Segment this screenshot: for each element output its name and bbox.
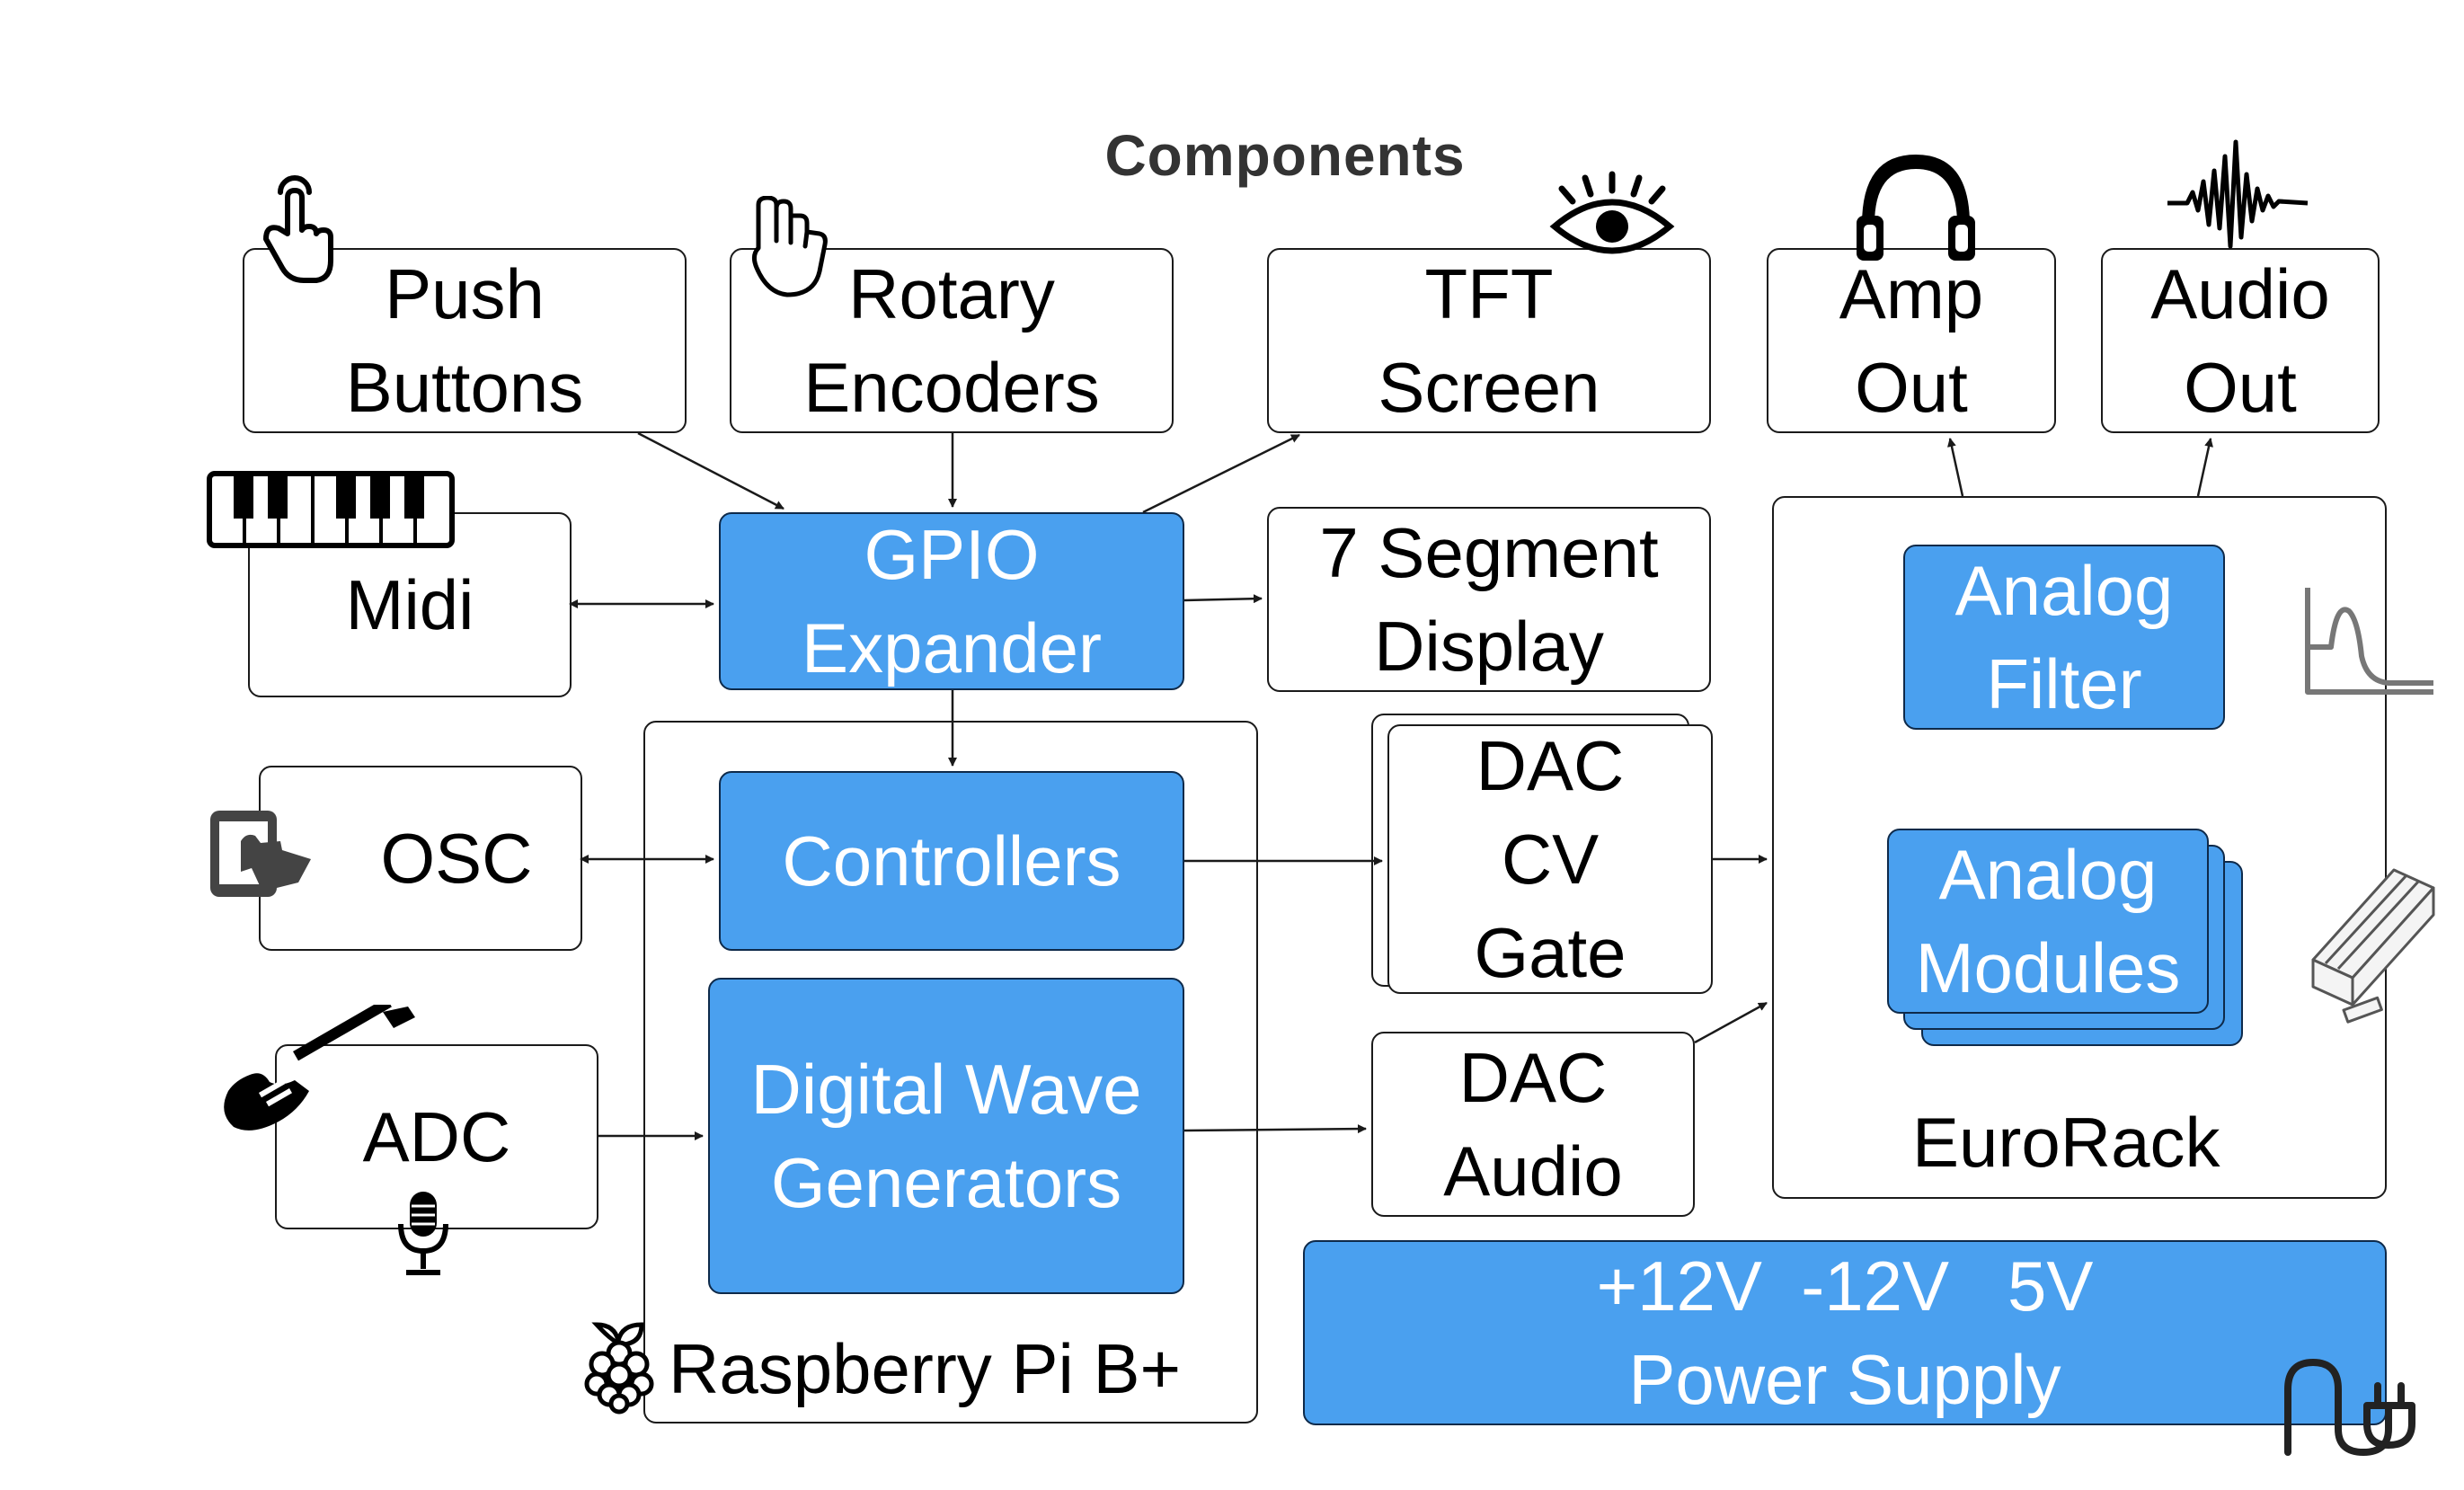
audio-out-line-1: Audio	[2150, 254, 2330, 333]
eurorack-rail-icon	[2311, 868, 2435, 1024]
dac-cv-gate-line-2: CV	[1501, 820, 1600, 899]
adc-label: ADC	[362, 1097, 511, 1176]
headphones-icon	[1857, 155, 1975, 261]
analog-filter-line-2: Filter	[1986, 644, 2142, 723]
gpio-expander-line-1: GPIO	[864, 515, 1040, 594]
push-buttons-line-2: Buttons	[345, 348, 584, 427]
power-plug-icon	[2284, 1359, 2415, 1456]
pointing-hand-icon	[263, 175, 333, 283]
seven-segment-line-1: 7 Segment	[1319, 513, 1659, 592]
rotary-encoders-line-2: Encoders	[803, 348, 1100, 427]
eurorack-label: EuroRack	[1912, 1103, 2220, 1182]
dac-cv-gate-line-3: Gate	[1474, 913, 1626, 992]
arrow-eurorack-to-audio	[2196, 438, 2213, 497]
dac-cv-gate-line-1: DAC	[1476, 726, 1625, 805]
power-supply-line-1: +12V -12V 5V	[1596, 1246, 2094, 1326]
eye-icon	[1549, 171, 1675, 254]
digital-wave-generators-node: Digital Wave Generators	[708, 978, 1184, 1294]
diagram-title: Components	[1104, 123, 1466, 188]
digital-wave-line-2: Generators	[770, 1143, 1122, 1222]
tablet-touch-icon	[210, 811, 311, 897]
dac-audio-line-1: DAC	[1458, 1038, 1608, 1117]
tft-screen-node: TFT Screen	[1267, 248, 1711, 433]
raspberry-icon	[584, 1322, 654, 1415]
amp-out-line-1: Amp	[1839, 254, 1984, 333]
tft-screen-line-2: Screen	[1378, 348, 1600, 427]
adc-node: ADC	[275, 1044, 598, 1229]
power-supply-line-2: Power Supply	[1628, 1340, 2061, 1419]
dac-cv-gate-node: DAC CV Gate	[1387, 724, 1713, 994]
dac-audio-node: DAC Audio	[1371, 1032, 1695, 1217]
microphone-icon	[398, 1192, 448, 1275]
audio-out-node: Audio Out	[2101, 248, 2380, 433]
osc-label: OSC	[380, 819, 533, 898]
analog-modules-line-1: Analog	[1938, 835, 2158, 914]
tft-screen-line-1: TFT	[1424, 254, 1554, 333]
power-supply-node: +12V -12V 5V Power Supply	[1303, 1240, 2387, 1425]
arrow-digital-wave-to-dac-audio	[1183, 1124, 1367, 1134]
controllers-node: Controllers	[719, 771, 1184, 951]
arrow-gpio-to-7seg	[1183, 594, 1263, 604]
arrow-dac-audio-to-eurorack	[1694, 1001, 1768, 1044]
analog-filter-line-1: Analog	[1954, 551, 2174, 630]
digital-wave-line-1: Digital Wave	[750, 1050, 1142, 1129]
amp-out-line-2: Out	[1855, 348, 1968, 427]
audio-out-line-2: Out	[2184, 348, 2297, 427]
midi-label: Midi	[345, 565, 474, 644]
analog-filter-node: Analog Filter	[1903, 545, 2225, 730]
arrow-eurorack-to-amp	[1947, 438, 1964, 497]
gpio-expander-node: GPIO Expander	[719, 512, 1184, 690]
guitar-icon	[224, 1005, 415, 1131]
seven-segment-line-2: Display	[1374, 607, 1604, 686]
controllers-label: Controllers	[782, 821, 1121, 900]
arrow-push-to-gpio	[637, 431, 784, 510]
raspberry-pi-label: Raspberry Pi B+	[669, 1329, 1182, 1408]
analog-modules-node: Analog Modules	[1887, 829, 2209, 1014]
seven-segment-display-node: 7 Segment Display	[1267, 507, 1711, 692]
rotary-hand-icon	[751, 196, 828, 297]
piano-keys-icon	[207, 471, 455, 548]
filter-curve-icon	[2305, 588, 2433, 695]
rotary-encoders-line-1: Rotary	[848, 254, 1055, 333]
push-buttons-line-1: Push	[385, 254, 545, 333]
waveform-icon	[2167, 139, 2309, 249]
rotary-encoders-node: Rotary Encoders	[730, 248, 1174, 433]
amp-out-node: Amp Out	[1767, 248, 2056, 433]
gpio-expander-line-2: Expander	[802, 608, 1102, 687]
arrow-gpio-to-tft	[1142, 433, 1300, 514]
analog-modules-line-2: Modules	[1915, 928, 2181, 1007]
dac-audio-line-2: Audio	[1443, 1131, 1623, 1211]
